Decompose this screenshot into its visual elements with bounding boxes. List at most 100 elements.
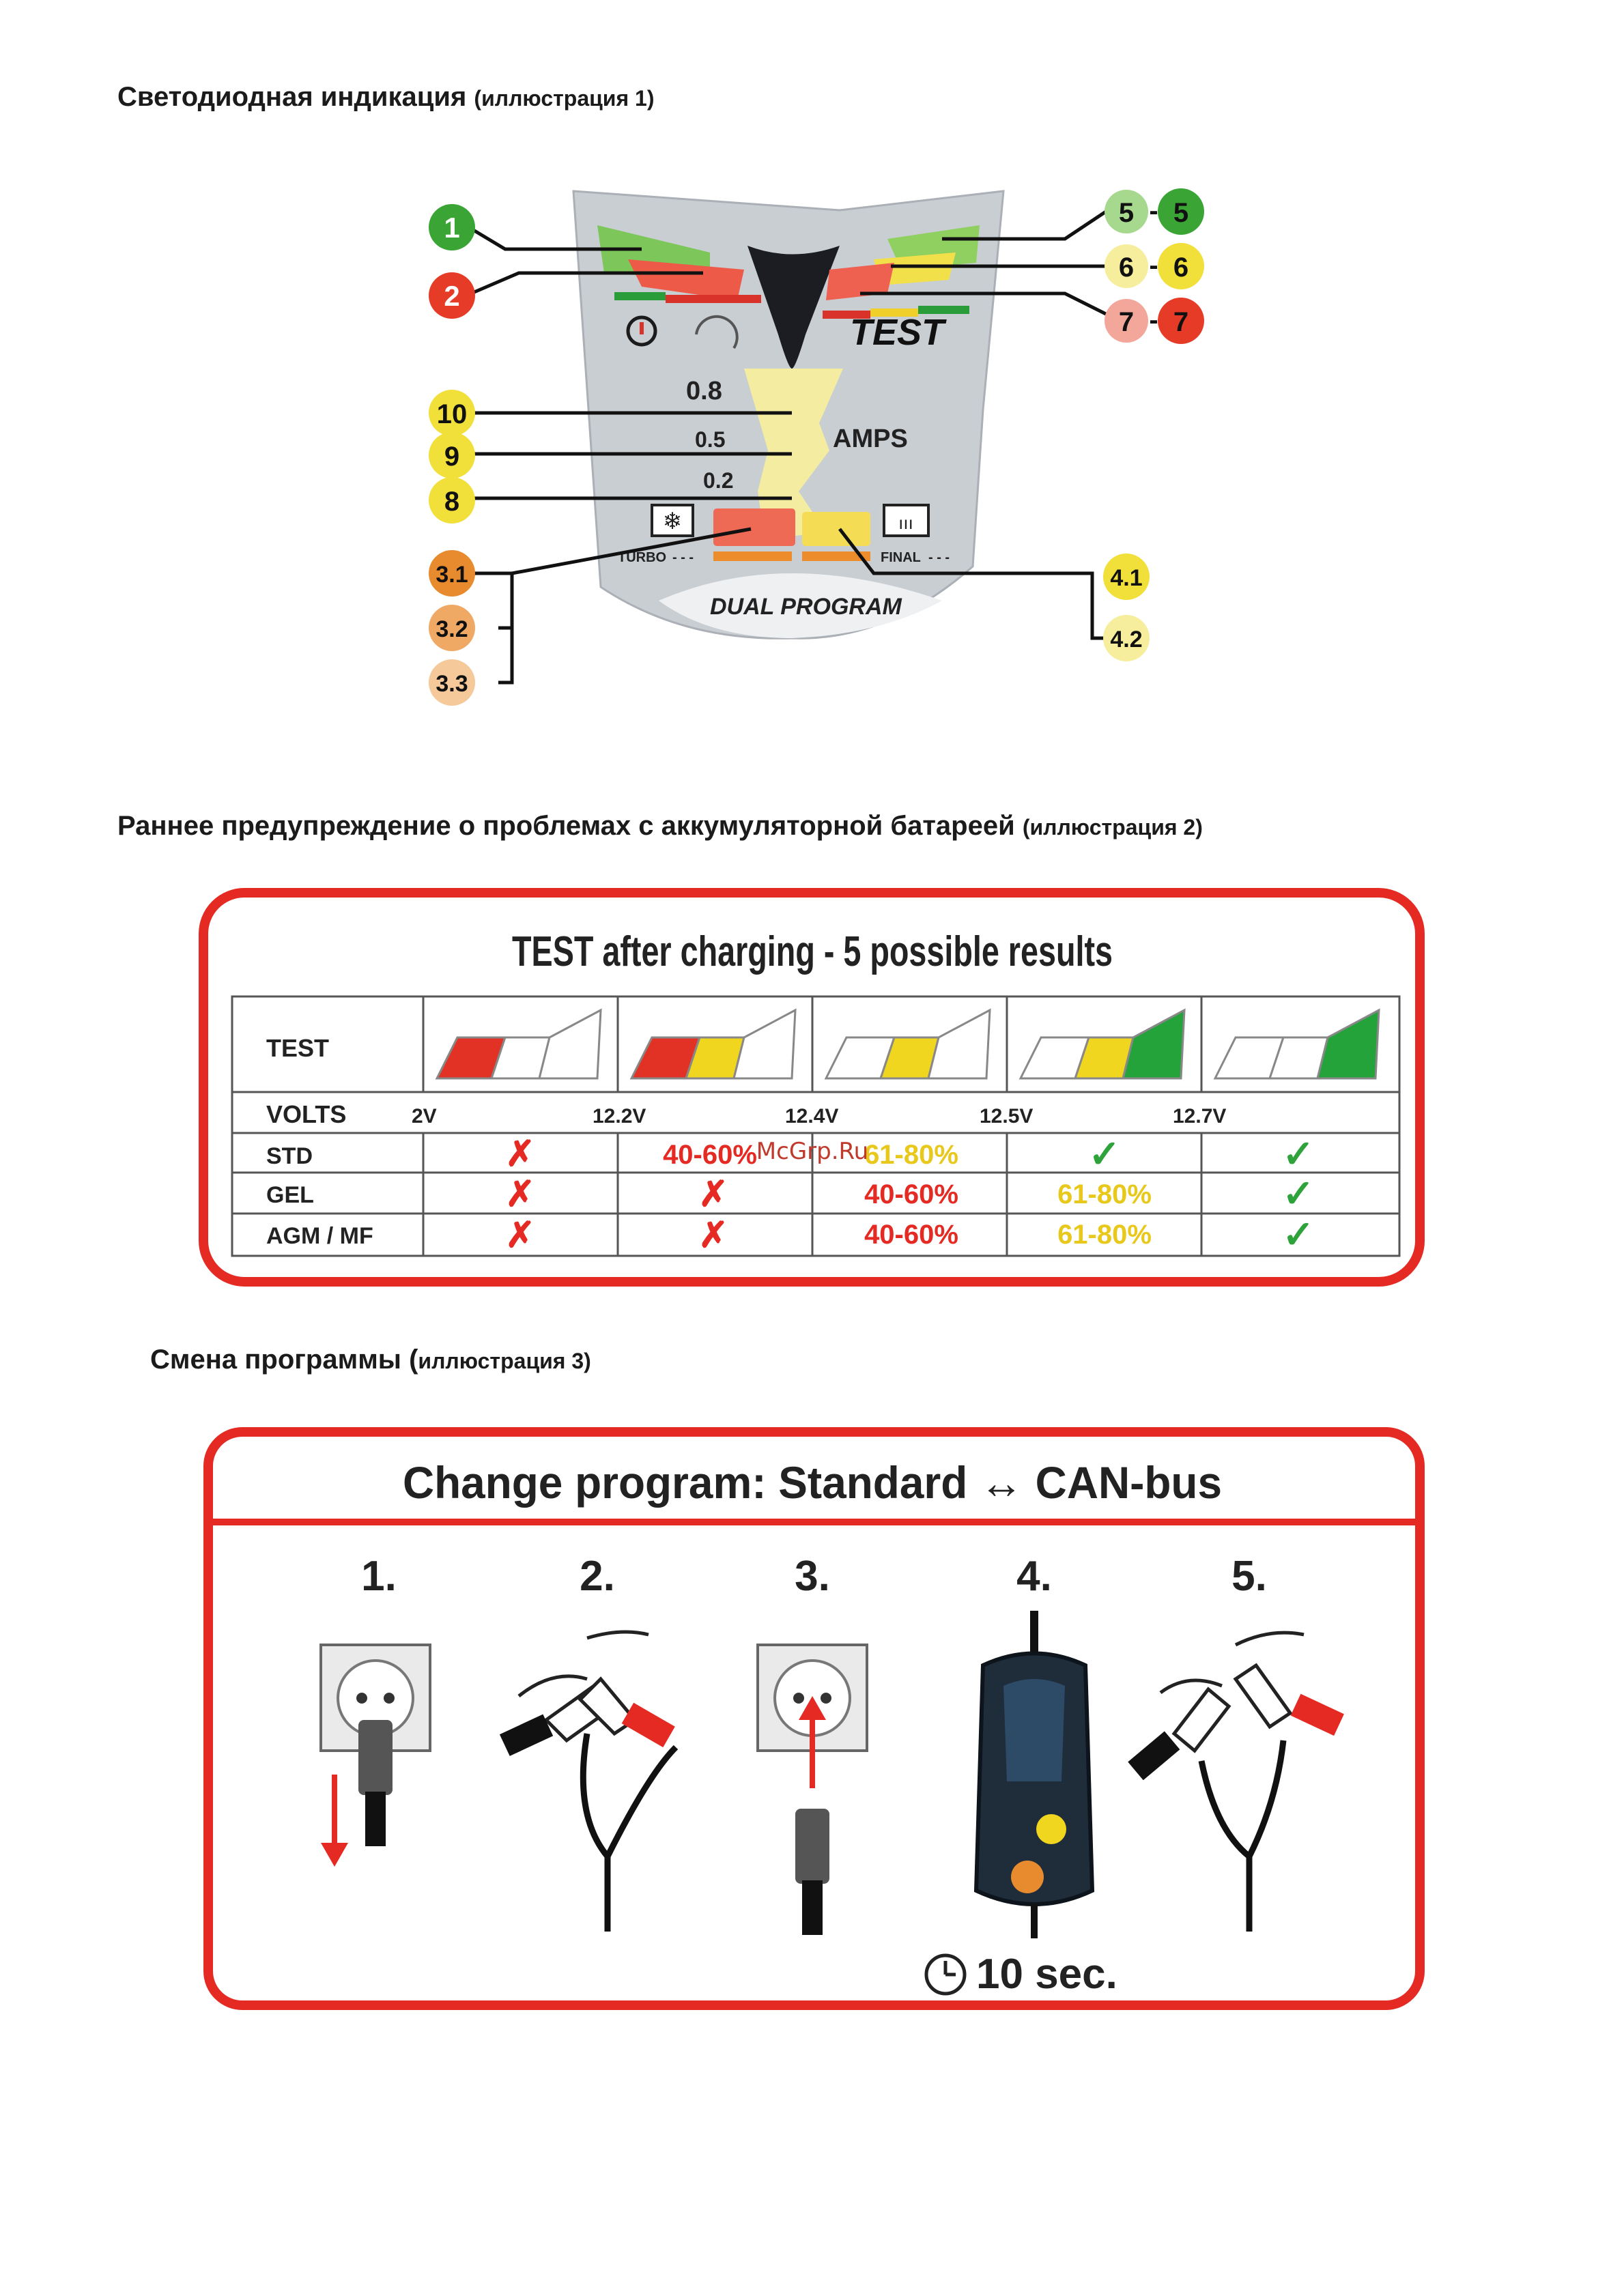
- row-test-label: TEST: [266, 1034, 329, 1062]
- callout-1-label: 1: [444, 212, 459, 244]
- panel-chevron: [747, 246, 840, 369]
- final-label: FINAL: [881, 550, 921, 565]
- watermark: McGrp.Ru: [756, 1138, 868, 1165]
- volts-tick-2: 12.4V: [785, 1105, 838, 1128]
- step-2-number: 2.: [580, 1553, 615, 1600]
- led-amps-column: [744, 369, 843, 539]
- led-6-yellow: [874, 253, 956, 285]
- program-title: Change program: Standard ↔ CAN-bus: [403, 1457, 1222, 1508]
- row-volts-label: VOLTS: [266, 1100, 346, 1128]
- callout-3-1: [429, 550, 475, 597]
- led-turbo-red: [713, 508, 795, 546]
- battery-snow-icon: [651, 504, 694, 537]
- callout-5-label: 5: [1173, 198, 1188, 228]
- step-3-socket-icon: [756, 1644, 868, 1935]
- amps-value-05: 0.5: [695, 427, 725, 452]
- step-1-socket-icon: [319, 1644, 431, 1867]
- callout-9: [429, 432, 475, 478]
- callout-4-1: [1103, 554, 1150, 600]
- svg-text:❄: ❄: [663, 508, 683, 534]
- agm-cell-5: ✓: [1283, 1213, 1315, 1256]
- led-right-yellow-bar: [870, 308, 918, 317]
- callout-4-1-label: 4.1: [1110, 565, 1142, 591]
- test-label: TEST: [850, 312, 947, 353]
- callout-2-label: 2: [444, 280, 459, 312]
- svg-text:-: -: [1149, 196, 1158, 226]
- step-3-number: 3.: [795, 1553, 830, 1600]
- timer-icon: [924, 1953, 967, 1996]
- gel-cell-2: ✗: [698, 1175, 728, 1214]
- callout-6-blink: [1105, 244, 1148, 288]
- row-gel-label: GEL: [266, 1182, 314, 1208]
- section-title-led: Светодиодная индикация (иллюстрация 1): [117, 82, 654, 113]
- volts-tick-1: 12.2V: [593, 1105, 646, 1128]
- std-cell-2: 40-60%: [663, 1140, 757, 1170]
- gel-cell-4: 61-80%: [1057, 1179, 1152, 1209]
- agm-cell-4: 61-80%: [1057, 1220, 1152, 1250]
- std-cell-1: ✗: [505, 1134, 535, 1174]
- callout-8: [429, 477, 475, 523]
- panel-body: [572, 190, 1005, 640]
- volts-tick-4: 12.7V: [1173, 1105, 1226, 1128]
- turbo-label: TURBO: [618, 550, 666, 565]
- section-title-program-sub: иллюстрация 3): [418, 1349, 591, 1373]
- led-turbo-orange-bar: [713, 551, 792, 561]
- callout-4-2: [1103, 615, 1150, 661]
- svg-text:- - -: - - -: [672, 550, 694, 565]
- row-agm-label: AGM / MF: [266, 1223, 373, 1249]
- callout-7: [1158, 298, 1204, 344]
- svg-text:-: -: [1149, 250, 1158, 281]
- callout-8-label: 8: [444, 487, 459, 517]
- led-right-green-bar: [918, 306, 969, 314]
- recycle-icon: [695, 315, 739, 349]
- power-icon: [626, 315, 657, 347]
- std-cell-4: ✓: [1089, 1132, 1121, 1175]
- section-title-warning-sub: (иллюстрация 2): [1022, 815, 1203, 840]
- amps-value-08: 0.8: [686, 377, 722, 405]
- test-indicators: [435, 1008, 1380, 1080]
- callout-6: [1158, 243, 1204, 289]
- led-right-red-bar: [823, 311, 870, 319]
- led-final-yellow: [802, 512, 870, 546]
- callout-6-label: 6: [1173, 253, 1188, 283]
- led-1-green: [597, 225, 710, 280]
- timer-label: 10 sec.: [976, 1951, 1117, 1998]
- agm-cell-1: ✗: [505, 1216, 535, 1255]
- step-4-number: 4.: [1016, 1553, 1052, 1600]
- callout-5-blink-label: 5: [1119, 198, 1134, 228]
- std-cell-5: ✓: [1283, 1132, 1315, 1175]
- callout-10-label: 10: [437, 399, 468, 429]
- callout-5: [1158, 188, 1204, 235]
- panel-bottom-band: [659, 573, 942, 638]
- svg-text:ııı: ııı: [898, 513, 913, 533]
- gel-cell-1: ✗: [505, 1175, 535, 1214]
- led-final-orange-bar: [802, 551, 870, 561]
- row-std-label: STD: [266, 1143, 313, 1169]
- agm-cell-2: ✗: [698, 1216, 728, 1255]
- callout-5-blink: [1105, 190, 1148, 233]
- callout-3-2: [429, 605, 475, 651]
- callout-10: [429, 390, 475, 436]
- volts-tick-0: 2V: [412, 1105, 437, 1128]
- test-title: TEST after charging - 5 possible results: [512, 928, 1113, 975]
- section-title-warning: Раннее предупреждение о проблемах с акку…: [117, 811, 1203, 842]
- step-5-clamps-icon: [1128, 1631, 1344, 1932]
- svg-text:-: -: [1149, 305, 1158, 335]
- callout-3-1-label: 3.1: [436, 562, 468, 588]
- led-7-red: [826, 263, 894, 300]
- dual-program-label: DUAL PROGRAM: [710, 594, 902, 620]
- svg-text:- - -: - - -: [928, 550, 950, 565]
- step-5-number: 5.: [1231, 1553, 1267, 1600]
- step-4-charger-icon: [973, 1611, 1095, 1938]
- callout-2: [429, 272, 475, 319]
- battery-full-icon: [883, 504, 930, 537]
- program-frame: [203, 1427, 1425, 2010]
- std-cell-3: 61-80%: [864, 1140, 958, 1170]
- callout-9-label: 9: [444, 442, 459, 472]
- led-red-bar: [666, 295, 761, 303]
- led-5-green: [887, 225, 980, 270]
- step-1-number: 1.: [361, 1553, 397, 1600]
